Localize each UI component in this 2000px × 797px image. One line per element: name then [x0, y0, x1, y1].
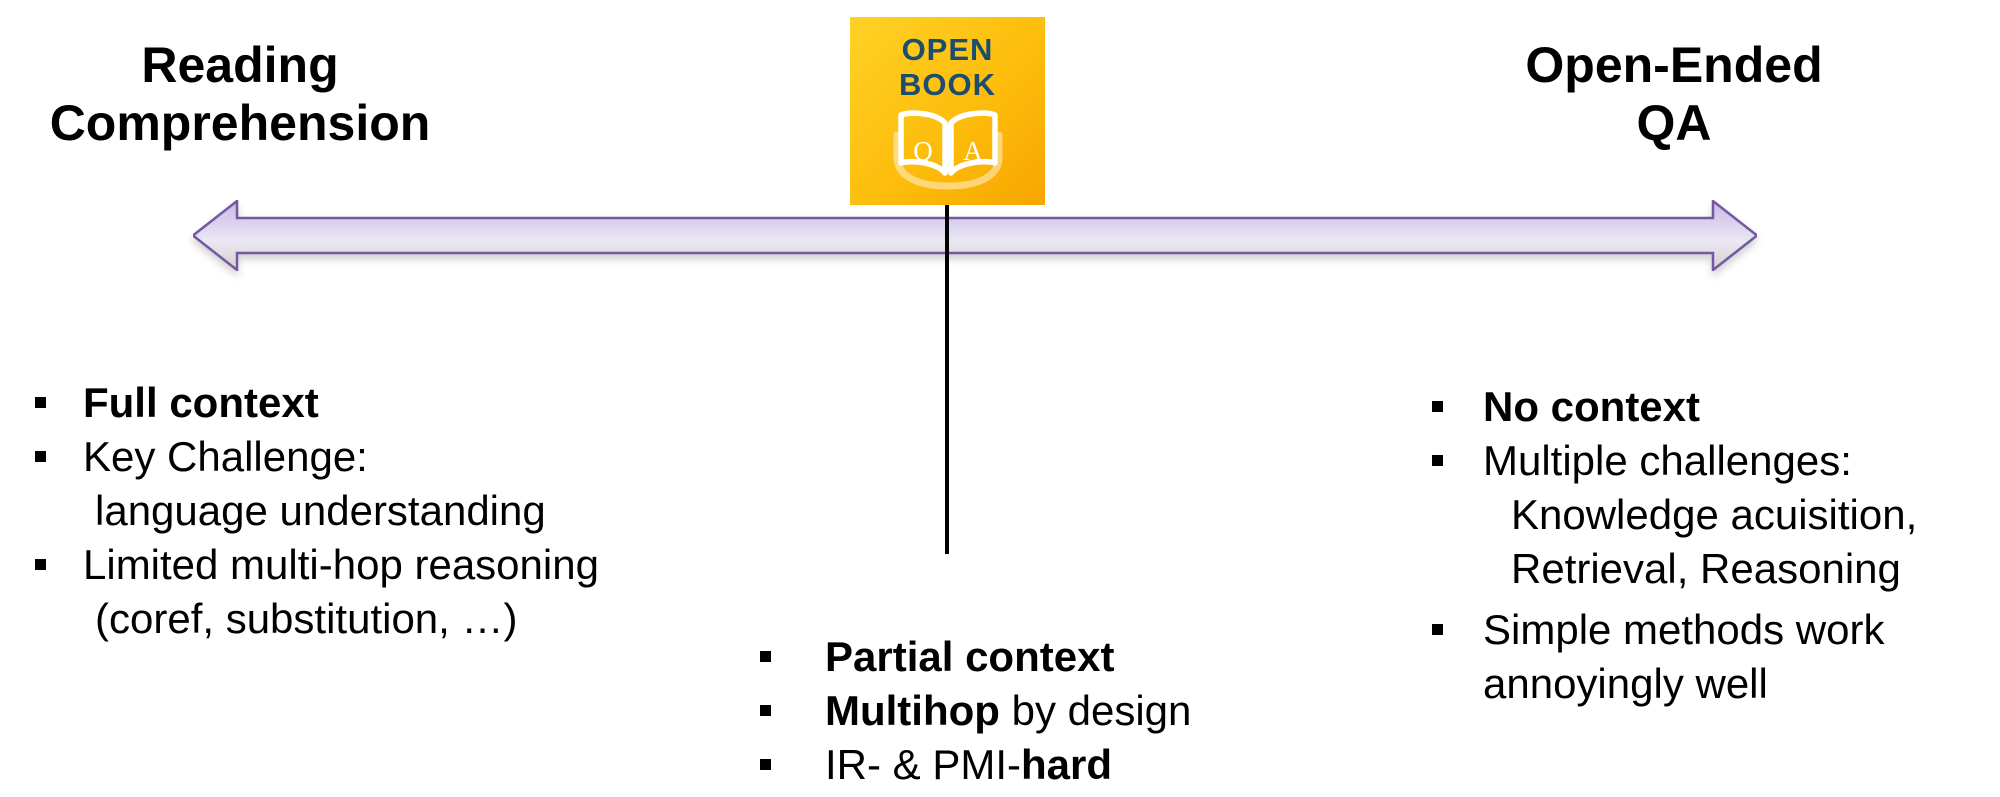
left-axis-title-line2: Comprehension	[49, 95, 431, 151]
right-bullet-list: No context Multiple challenges: Knowledg…	[1432, 380, 1917, 711]
left-item2-line2: language understanding	[95, 487, 546, 534]
right-axis-title: Open-Ended QA	[1464, 36, 1884, 152]
right-item2-line2: Knowledge acuisition,	[1511, 491, 1918, 538]
logo-word-book: BOOK	[899, 67, 996, 102]
left-item3-line1: Limited multi-hop reasoning	[83, 541, 599, 588]
list-item: Multihop by design	[760, 684, 1191, 738]
middle-item2-rest: by design	[999, 687, 1192, 734]
bullet-square-icon	[1432, 401, 1443, 412]
right-axis-title-line2: QA	[1636, 95, 1712, 151]
list-item: Limited multi-hop reasoning (coref, subs…	[35, 538, 599, 646]
spectrum-double-arrow	[193, 200, 1757, 271]
left-item1: Full context	[83, 379, 319, 426]
left-bullet-list: Full context Key Challenge: language und…	[35, 376, 599, 646]
right-item2-line1: Multiple challenges:	[1483, 437, 1852, 484]
list-item: IR- & PMI-hard	[760, 738, 1191, 792]
bullet-square-icon	[760, 651, 771, 662]
middle-item3-bold: hard	[1021, 741, 1113, 788]
bullet-square-icon	[760, 705, 771, 716]
list-item: Full context	[35, 376, 599, 430]
right-item3-line1: Simple methods work	[1483, 606, 1885, 653]
list-item: Partial context	[760, 630, 1191, 684]
middle-item2-bold: Multihop	[825, 687, 1000, 734]
bullet-square-icon	[35, 451, 46, 462]
openbook-logo: OPEN BOOK Q A	[850, 17, 1045, 205]
middle-item1: Partial context	[825, 633, 1115, 680]
left-item2-line1: Key Challenge:	[83, 433, 368, 480]
connector-line	[945, 203, 949, 554]
bullet-square-icon	[1432, 624, 1443, 635]
right-item1: No context	[1483, 383, 1701, 430]
left-axis-title: Reading Comprehension	[30, 36, 450, 152]
right-item3-line2: annoyingly well	[1483, 660, 1768, 707]
bullet-square-icon	[760, 759, 771, 770]
middle-item3-rest: IR- & PMI-	[825, 741, 1021, 788]
bullet-square-icon	[1432, 455, 1443, 466]
middle-bullet-list: Partial context Multihop by design IR- &…	[760, 630, 1191, 792]
list-item: Multiple challenges: Knowledge acuisitio…	[1432, 434, 1917, 596]
list-item: Simple methods work annoyingly well	[1432, 603, 1917, 711]
list-item: No context	[1432, 380, 1917, 434]
list-item: Key Challenge: language understanding	[35, 430, 599, 538]
left-axis-title-line1: Reading	[141, 37, 339, 93]
arrow-shape	[193, 200, 1757, 271]
book-left-page-letter: Q	[913, 136, 933, 166]
right-item2-line3: Retrieval, Reasoning	[1511, 545, 1901, 592]
bullet-square-icon	[35, 397, 46, 408]
bullet-square-icon	[35, 559, 46, 570]
logo-word-open: OPEN	[901, 32, 994, 67]
book-right-page-letter: A	[963, 136, 983, 166]
left-item3-line2: (coref, substitution, …)	[95, 595, 518, 642]
open-book-qa-icon: Q A	[893, 110, 1002, 190]
right-axis-title-line1: Open-Ended	[1525, 37, 1823, 93]
